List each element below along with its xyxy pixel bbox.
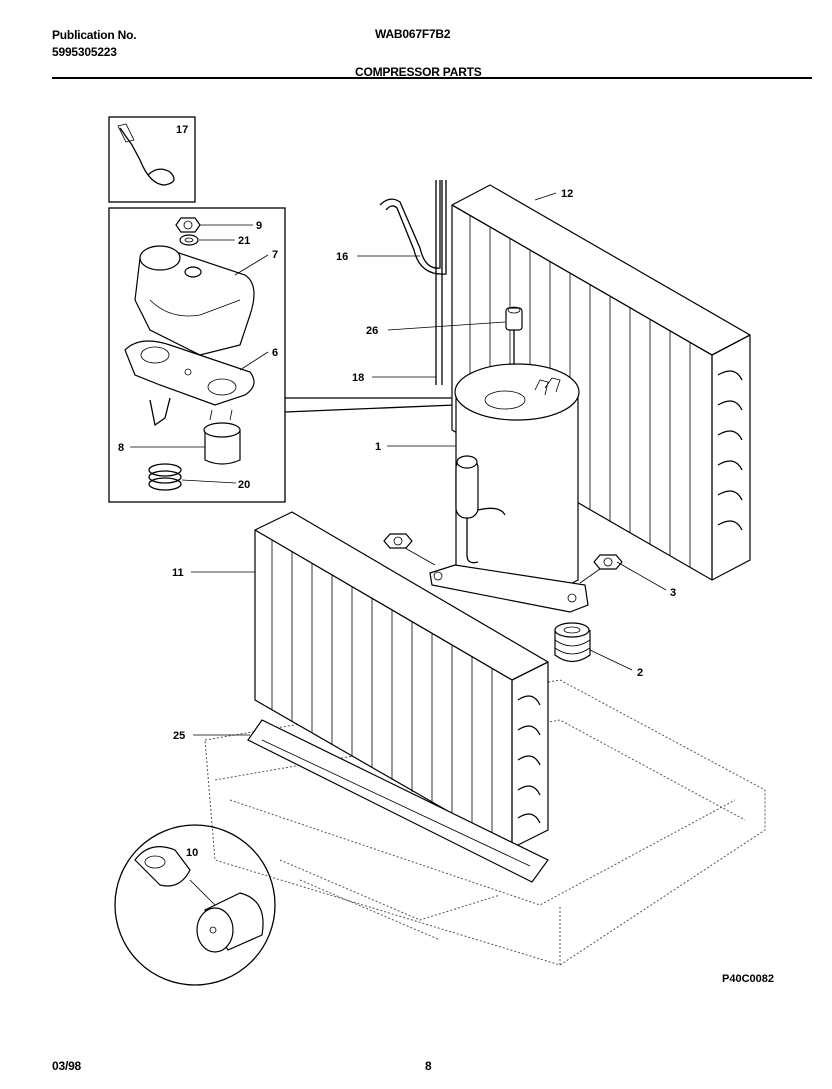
section-title: COMPRESSOR PARTS <box>355 65 482 79</box>
callout-26: 26 <box>366 325 378 337</box>
compressor-part <box>429 363 589 613</box>
callout-2: 2 <box>637 667 643 679</box>
refrigerant-tubes <box>379 180 447 385</box>
callout-16: 16 <box>336 251 348 263</box>
callout-21: 21 <box>238 235 250 247</box>
grommet-part <box>554 622 591 663</box>
model-number: WAB067F7B2 <box>375 27 451 41</box>
callout-7: 7 <box>272 249 278 261</box>
callout-3: 3 <box>670 587 676 599</box>
inset-item-10 <box>114 824 276 986</box>
nut-part <box>175 217 201 233</box>
evaporator-coil <box>254 511 549 849</box>
diagram-code: P40C0082 <box>722 973 774 985</box>
callout-8: 8 <box>118 442 124 454</box>
callout-9: 9 <box>256 220 262 232</box>
callout-18: 18 <box>352 372 364 384</box>
publication-number: 5995305223 <box>52 45 117 59</box>
footer-date: 03/98 <box>52 1059 82 1073</box>
gasket-part <box>124 340 255 406</box>
air-filter-part <box>247 719 549 883</box>
washer-part <box>179 234 199 246</box>
publication-label: Publication No. <box>52 28 137 42</box>
callout-17: 17 <box>176 124 188 136</box>
footer-page-number: 8 <box>425 1059 432 1073</box>
callout-12: 12 <box>561 188 573 200</box>
overload-part <box>204 427 241 465</box>
inset-terminal-parts <box>108 207 456 503</box>
callout-20: 20 <box>238 479 250 491</box>
callout-1: 1 <box>375 441 381 453</box>
spring-clip-part <box>148 463 182 491</box>
mounting-nut-part <box>383 533 623 584</box>
callout-25: 25 <box>173 730 185 742</box>
condenser-coil <box>451 184 751 581</box>
callout-6: 6 <box>272 347 278 359</box>
callout-10: 10 <box>186 847 198 859</box>
inset-item-17 <box>108 116 196 203</box>
header-rule <box>52 77 812 79</box>
callout-leaders <box>191 192 667 736</box>
callout-11: 11 <box>172 567 184 579</box>
